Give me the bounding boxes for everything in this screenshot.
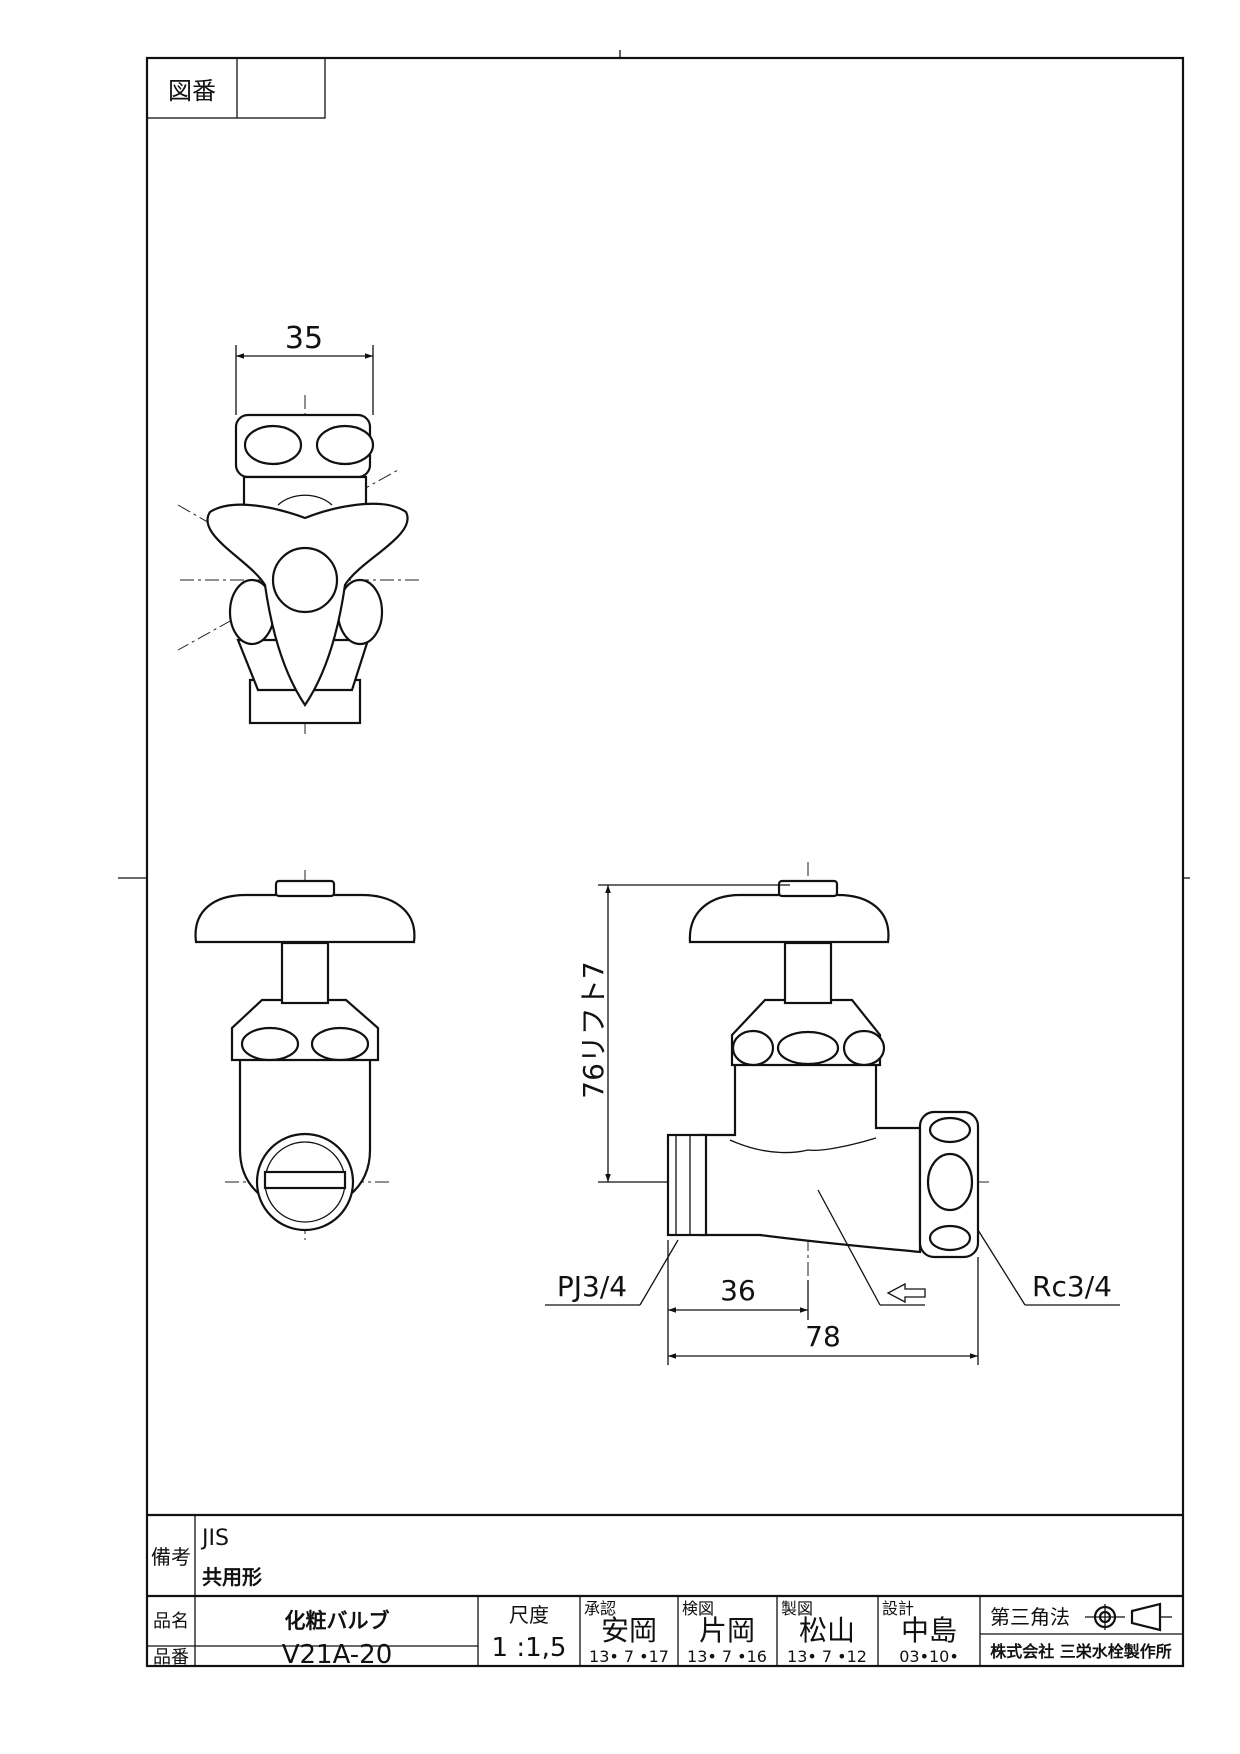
check-name: 片岡 <box>699 1614 755 1647</box>
flow-direction-arrow <box>886 1282 926 1304</box>
title-block: 品名 化粧バルブ 品番 V21A-20 尺度 1 :1,5 承認 安岡 13• … <box>147 1594 1183 1670</box>
scale-label: 尺度 <box>509 1603 549 1627</box>
drawing-number-label: 図番 <box>168 77 216 105</box>
notes-block: 備考 JIS 共用形 <box>147 1513 1183 1596</box>
drafting-name: 松山 <box>799 1614 855 1647</box>
drawing-number-box: 図番 <box>146 57 326 119</box>
dimension-78-text: 78 <box>805 1320 841 1353</box>
inlet-thread-label: PJ3/4 <box>557 1270 627 1303</box>
top-view <box>177 395 420 735</box>
dimension-overall-length: 78 <box>668 1257 979 1365</box>
dimension-36-text: 36 <box>720 1274 756 1307</box>
dimension-lift-height: 76リフト7 <box>577 884 790 1183</box>
check-date: 13• 7 •16 <box>687 1647 767 1666</box>
notes-line-jis: JIS <box>200 1526 229 1551</box>
company-name: 株式会社 三栄水栓製作所 <box>990 1642 1172 1661</box>
outlet-thread-label: Rc3/4 <box>1032 1270 1112 1303</box>
drawing-frame <box>145 56 1185 1668</box>
product-number-label: 品番 <box>153 1647 189 1668</box>
third-angle-projection-icon <box>1085 1602 1172 1632</box>
projection-label: 第三角法 <box>990 1605 1070 1629</box>
side-view <box>600 862 990 1285</box>
dimension-handle-width: 35 <box>235 321 374 415</box>
product-name: 化粧バルブ <box>285 1609 390 1633</box>
design-name: 中島 <box>901 1614 957 1647</box>
dimension-35-text: 35 <box>285 321 323 356</box>
thread-callouts: PJ3/4 Rc3/4 <box>545 1189 1120 1306</box>
dimension-76-text: 76リフト7 <box>577 961 610 1098</box>
approval-date: 13• 7 •17 <box>589 1647 669 1666</box>
product-number: V21A-20 <box>282 1640 393 1670</box>
drafting-date: 13• 7 •12 <box>787 1647 867 1666</box>
design-date: 03•10• <box>899 1647 959 1666</box>
notes-label: 備考 <box>151 1545 191 1569</box>
dimension-center-to-inlet: 36 <box>667 1240 809 1365</box>
front-view <box>194 870 416 1240</box>
drafting-label: 製図 <box>781 1599 813 1618</box>
check-label: 検図 <box>682 1599 714 1618</box>
scale-value: 1 :1,5 <box>492 1633 567 1663</box>
approval-name: 安岡 <box>601 1614 657 1647</box>
approval-label: 承認 <box>584 1599 616 1618</box>
design-label: 設計 <box>882 1599 914 1618</box>
product-name-label: 品名 <box>153 1611 189 1632</box>
notes-line-common: 共用形 <box>202 1565 262 1589</box>
